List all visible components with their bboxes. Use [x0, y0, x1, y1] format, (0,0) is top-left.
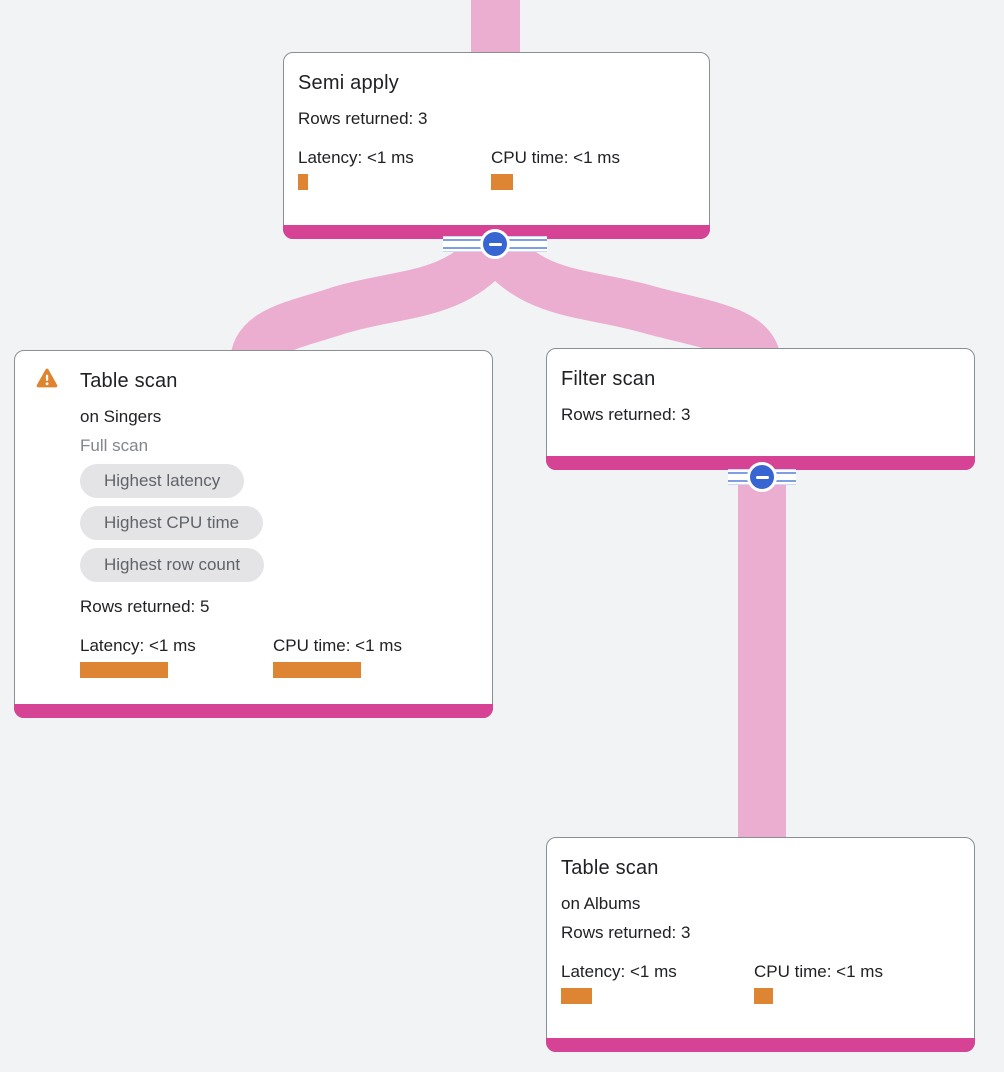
rows-returned-label: Rows returned: 3: [561, 923, 691, 942]
collapse-minus-icon[interactable]: [480, 229, 510, 259]
metrics-row: Latency: <1 ms CPU time: <1 ms: [298, 148, 695, 190]
rows-returned-label: Rows returned: 3: [561, 405, 691, 424]
latency-label: Latency: <1 ms: [561, 962, 677, 981]
cpu-time-label: CPU time: <1 ms: [273, 636, 402, 655]
cpu-time-bar: [754, 988, 773, 1004]
cpu-metric: CPU time: <1 ms: [754, 962, 947, 1004]
cpu-time-label: CPU time: <1 ms: [754, 962, 883, 981]
cpu-time-bar: [491, 174, 513, 190]
warning-icon: [35, 367, 59, 394]
latency-metric: Latency: <1 ms: [80, 636, 273, 678]
latency-label: Latency: <1 ms: [298, 148, 414, 167]
minus-glyph: [755, 475, 769, 479]
latency-bar: [298, 174, 308, 190]
badge-highest-row-count: Highest row count: [80, 548, 265, 582]
scan-target-label: on Singers: [80, 407, 162, 426]
badge-list: Highest latency Highest CPU time Highest…: [80, 464, 478, 590]
latency-label: Latency: <1 ms: [80, 636, 196, 655]
badge-highest-cpu-time: Highest CPU time: [80, 506, 264, 540]
latency-metric: Latency: <1 ms: [561, 962, 754, 1004]
latency-metric: Latency: <1 ms: [298, 148, 491, 190]
node-accent-bar: [14, 704, 493, 718]
edge-root-to-semi-apply: [471, 0, 520, 58]
node-title: Table scan: [561, 857, 659, 879]
node-title: Table scan: [80, 370, 178, 392]
latency-bar: [561, 988, 592, 1004]
node-table-scan-singers[interactable]: Table scan on Singers Full scan Highest …: [14, 350, 493, 718]
edge-semi-apply-to-filter-scan: [475, 230, 781, 368]
node-filter-scan[interactable]: Filter scan Rows returned: 3: [546, 348, 975, 470]
collapse-control-filter-scan[interactable]: [728, 462, 796, 501]
rows-returned-label: Rows returned: 5: [80, 597, 210, 616]
collapse-control-semi-apply[interactable]: [443, 229, 547, 268]
cpu-time-label: CPU time: <1 ms: [491, 148, 620, 167]
node-accent-bar: [546, 1038, 975, 1052]
edge-semi-apply-to-table-scan-singers: [230, 230, 515, 367]
node-semi-apply[interactable]: Semi apply Rows returned: 3 Latency: <1 …: [283, 52, 710, 239]
metrics-row: Latency: <1 ms CPU time: <1 ms: [80, 636, 478, 678]
cpu-time-bar: [273, 662, 361, 678]
collapse-minus-icon[interactable]: [747, 462, 777, 492]
minus-glyph: [488, 242, 502, 246]
node-title: Filter scan: [561, 368, 656, 390]
latency-bar: [80, 662, 168, 678]
cpu-metric: CPU time: <1 ms: [491, 148, 684, 190]
badge-highest-latency: Highest latency: [80, 464, 245, 498]
node-title: Semi apply: [298, 72, 399, 94]
scan-target-label: on Albums: [561, 894, 641, 913]
scan-type-label: Full scan: [80, 436, 149, 455]
node-table-scan-albums[interactable]: Table scan on Albums Rows returned: 3 La…: [546, 837, 975, 1052]
cpu-metric: CPU time: <1 ms: [273, 636, 466, 678]
metrics-row: Latency: <1 ms CPU time: <1 ms: [561, 962, 960, 1004]
rows-returned-label: Rows returned: 3: [298, 109, 428, 128]
edge-filter-scan-to-table-scan-albums: [738, 469, 786, 841]
